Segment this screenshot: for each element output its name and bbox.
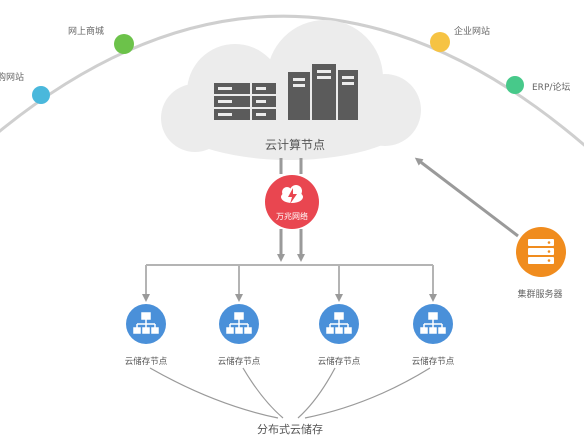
arc-site-dot (32, 86, 50, 104)
storage-node-label: 云储存节点 (124, 357, 168, 367)
cluster-server-icon (528, 239, 554, 264)
arc-site-dot (506, 76, 524, 94)
storage-node-icon (126, 304, 166, 344)
lightning-icon (288, 188, 297, 204)
cluster-cloud-arrow (414, 157, 519, 238)
storage-node-label: 云储存节点 (411, 357, 455, 367)
arc-site-dot (114, 34, 134, 54)
storage-node-icon (413, 304, 453, 344)
distributed-storage-label: 分布式云储存 (257, 423, 323, 436)
tower-server-icon (288, 64, 358, 120)
storage-node-label: 云储存节点 (317, 357, 361, 367)
storage-node-icon (219, 304, 259, 344)
arc-site-label-mall: 网上商城 (68, 27, 105, 37)
cloud-label: 云计算节点 (264, 138, 325, 152)
hub-label: 万兆网络 (276, 212, 308, 221)
storage-node-label: 云储存节点 (217, 357, 261, 367)
arc-site-label-shopping: 购网站 (0, 73, 25, 83)
arc-site-dot (430, 32, 450, 52)
storage-converge-lines (149, 367, 431, 419)
arc-site-label-enterprise: 企业网站 (454, 27, 491, 37)
arc-site-label-erp: ERP/论坛 (532, 83, 571, 93)
cluster-label: 集群服务器 (517, 290, 563, 300)
storage-node-icon (319, 304, 359, 344)
network-arc (0, 14, 584, 147)
